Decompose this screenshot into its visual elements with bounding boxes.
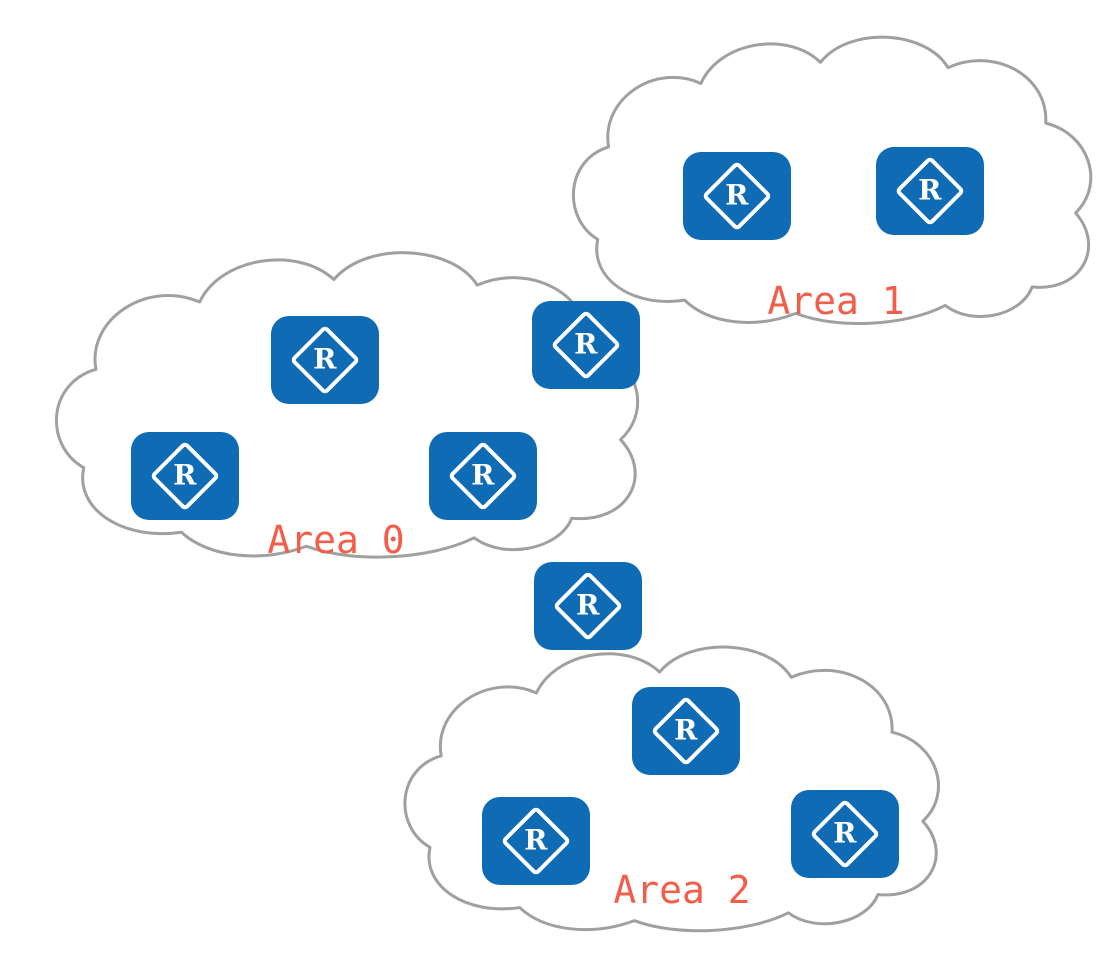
- area-0-label: Area 0: [267, 518, 405, 562]
- router-diamond: R: [447, 440, 519, 512]
- router-diamond: R: [550, 309, 622, 381]
- router-letter: R: [674, 714, 698, 747]
- router-icon-abr-area0-area1: R: [532, 301, 640, 389]
- router-diamond: R: [289, 324, 361, 396]
- router-icon-area2-left: R: [482, 797, 590, 885]
- router-diamond: R: [701, 160, 773, 232]
- router-diamond: R: [552, 570, 624, 642]
- router-letter: R: [173, 459, 197, 492]
- router-letter: R: [918, 174, 942, 207]
- router-letter: R: [313, 343, 337, 376]
- router-diamond: R: [650, 695, 722, 767]
- router-diamond: R: [894, 155, 966, 227]
- router-letter: R: [524, 824, 548, 857]
- router-icon-area2-right: R: [791, 790, 899, 878]
- router-diamond: R: [809, 798, 881, 870]
- router-icon-area2-top: R: [632, 687, 740, 775]
- area-2-label: Area 2: [613, 868, 751, 912]
- router-icon-area1-1: R: [683, 152, 791, 240]
- router-diamond: R: [149, 440, 221, 512]
- router-icon-abr-area0-area2: R: [534, 562, 642, 650]
- area-1-label: Area 1: [767, 279, 905, 323]
- router-letter: R: [574, 328, 598, 361]
- router-letter: R: [725, 179, 749, 212]
- router-letter: R: [576, 589, 600, 622]
- router-icon-area1-2: R: [876, 147, 984, 235]
- router-letter: R: [471, 459, 495, 492]
- router-icon-area0-top: R: [271, 316, 379, 404]
- router-icon-area0-left: R: [131, 432, 239, 520]
- router-letter: R: [833, 817, 857, 850]
- router-icon-area0-right: R: [429, 432, 537, 520]
- router-diamond: R: [500, 805, 572, 877]
